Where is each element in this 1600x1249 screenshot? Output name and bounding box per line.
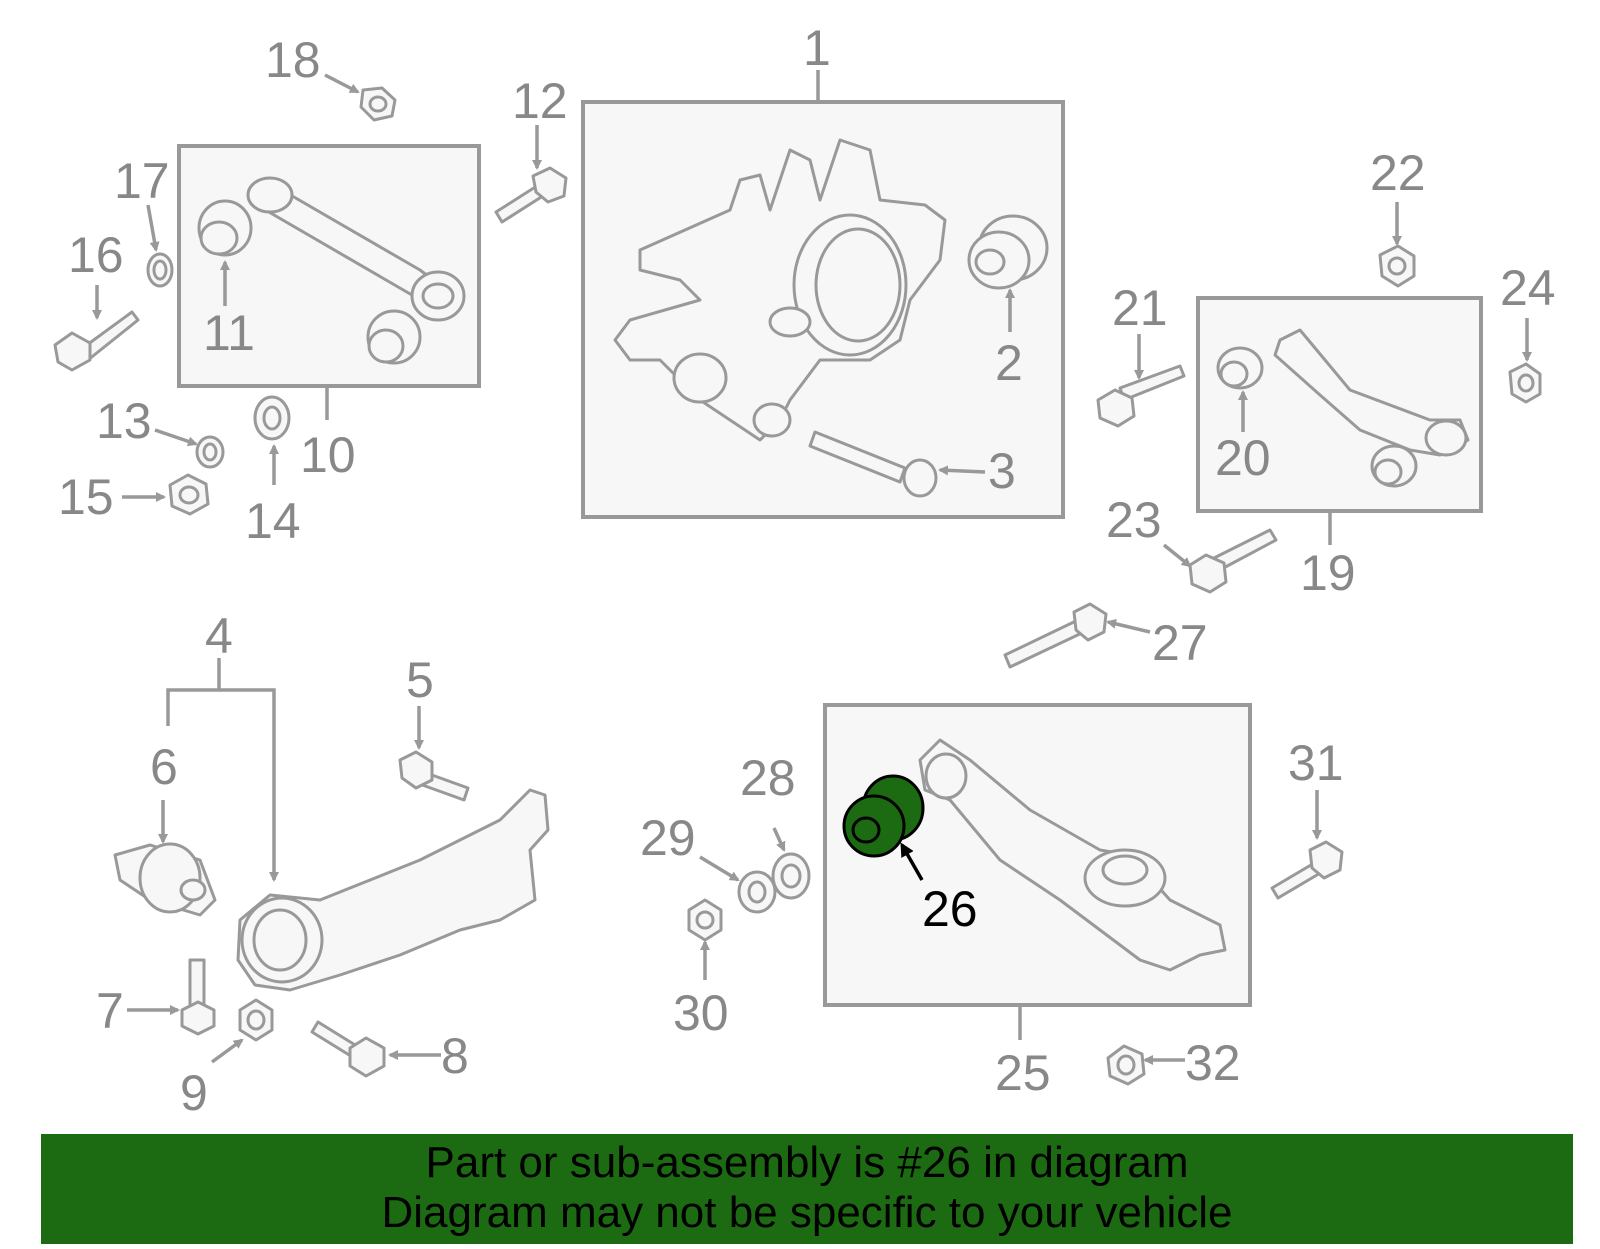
nut-24 [1508,362,1542,404]
bolt-7 [180,958,216,1036]
callout-31: 31 [1288,735,1344,791]
upper-control-arm [246,176,466,322]
callout-22: 22 [1370,145,1426,201]
bolt-21 [1096,364,1186,428]
bolt-8 [310,1020,386,1078]
callout-3: 3 [988,443,1016,499]
bushing-2 [967,214,1049,290]
washer-14 [253,395,291,441]
callout-23: 23 [1106,492,1162,548]
callout-32: 32 [1185,1035,1241,1091]
callout-18: 18 [265,32,321,88]
nut-32 [1106,1044,1146,1086]
callout-21: 21 [1112,280,1168,336]
bushing-lateral-outer [1370,444,1418,488]
nut-9 [238,998,274,1042]
nut-18 [359,86,397,122]
knuckle [613,138,947,442]
banner-line-1: Part or sub-assembly is #26 in diagram [425,1138,1189,1187]
callout-11: 11 [203,305,255,361]
bushing-upper-arm-outer [366,309,422,365]
callout-25: 25 [995,1045,1051,1101]
callout-29: 29 [640,810,696,866]
callout-26-highlighted: 26 [922,881,978,937]
bushing-20 [1216,346,1264,390]
callout-19: 19 [1300,545,1356,601]
lower-control-arm [918,738,1227,972]
callout-1: 1 [803,20,831,76]
callout-7: 7 [96,983,124,1039]
callout-28: 28 [740,750,796,806]
bolt-16 [53,310,140,372]
trailing-arm [236,788,550,992]
callout-27: 27 [1152,615,1208,671]
nut-15 [168,473,210,516]
bolt-31 [1270,840,1344,900]
washer-28 [771,852,811,900]
bolt-12 [494,166,568,224]
bushing-6 [113,842,217,917]
callout-20: 20 [1215,430,1271,486]
bolt-3 [808,430,938,498]
washer-13 [195,435,225,469]
callout-15: 15 [58,469,114,525]
callout-13: 13 [96,393,152,449]
callout-17: 17 [114,153,170,209]
nut-30 [687,898,723,942]
callout-2: 2 [995,335,1023,391]
washer-29 [737,870,777,914]
nut-22 [1378,244,1416,288]
callout-14: 14 [245,493,301,549]
washer-17 [146,252,174,288]
bolt-27 [1003,602,1108,669]
bushing-26-highlighted [842,774,925,858]
callout-9: 9 [180,1065,208,1121]
callout-16: 16 [68,227,124,283]
info-banner: Part or sub-assembly is #26 in diagram D… [41,1134,1573,1244]
callout-10: 10 [300,427,356,483]
callout-6: 6 [150,739,178,795]
bushing-11 [197,199,253,257]
bolt-5 [398,750,470,802]
callout-24: 24 [1500,260,1556,316]
callout-5: 5 [406,652,434,708]
banner-line-2: Diagram may not be specific to your vehi… [381,1188,1233,1237]
bolt-23 [1188,528,1278,594]
callout-4: 4 [205,608,233,664]
lateral-arm [1273,328,1470,457]
callout-12: 12 [512,73,568,129]
callout-30: 30 [673,985,729,1041]
callout-8: 8 [441,1028,469,1084]
